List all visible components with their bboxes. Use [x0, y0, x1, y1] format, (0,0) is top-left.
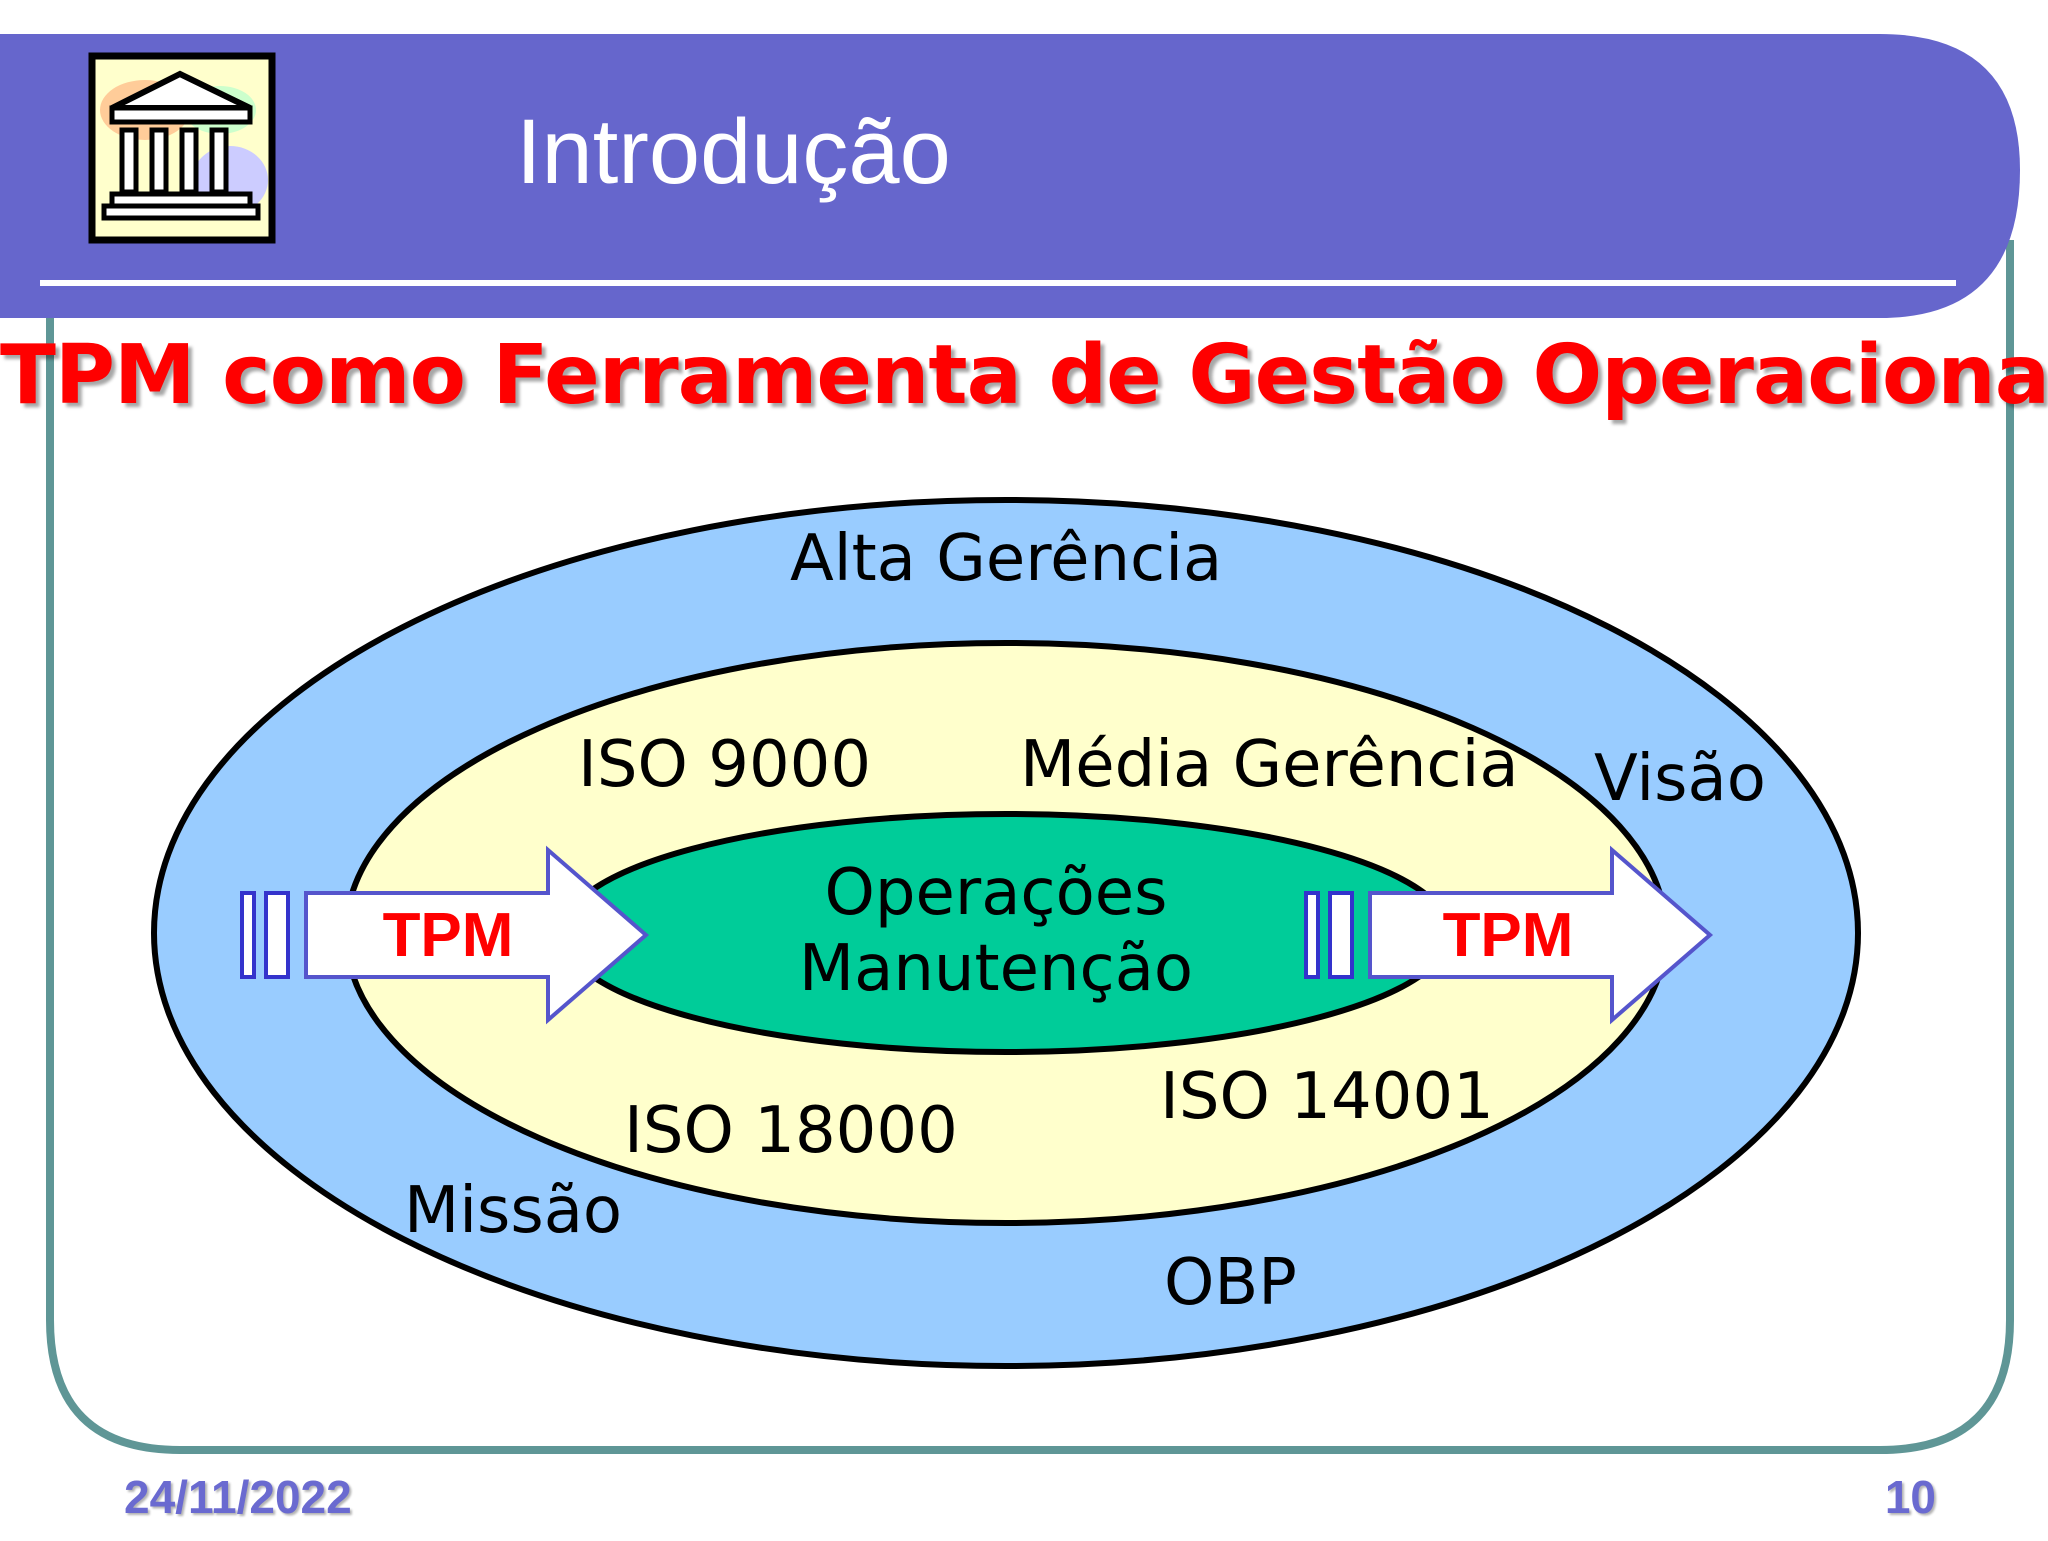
slide-subtitle: TPM como Ferramenta de Gestão Operaciona… — [0, 328, 2048, 423]
label-iso-14001: ISO 14001 — [1160, 1060, 1494, 1134]
label-iso-18000: ISO 18000 — [624, 1094, 958, 1168]
footer-date: 24/11/2022 — [124, 1471, 352, 1523]
label-iso-9000: ISO 9000 — [578, 728, 871, 802]
page-number: 10 — [1884, 1471, 1936, 1523]
label-alta-gerencia: Alta Gerência — [790, 522, 1222, 596]
label-obp: OBP — [1164, 1246, 1297, 1320]
tpm-label-right: TPM — [1443, 901, 1574, 970]
page-title: Introdução — [516, 101, 951, 203]
diagram: Alta Gerência Visão Missão OBP ISO 9000 … — [151, 497, 1861, 1369]
label-media-gerencia: Média Gerência — [1020, 728, 1519, 802]
label-operacoes: Operações — [825, 856, 1168, 930]
slide-frame — [46, 240, 2014, 1454]
label-visao: Visão — [1594, 742, 1766, 816]
label-manutencao: Manutenção — [799, 932, 1193, 1006]
label-missao: Missão — [404, 1174, 622, 1248]
header-band — [0, 34, 2020, 318]
tpm-label-left: TPM — [383, 901, 514, 970]
building-icon — [88, 52, 276, 244]
tpm-arrow-left — [240, 845, 650, 1025]
tpm-arrow-right — [1304, 845, 1714, 1025]
